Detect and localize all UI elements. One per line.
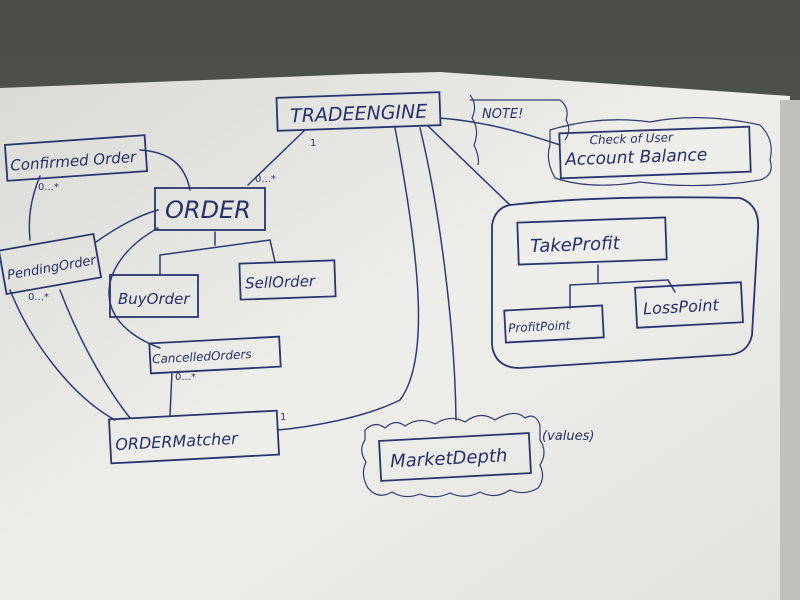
edge-pending-order	[95, 209, 159, 243]
edge-order-tree-bar	[159, 239, 271, 256]
take-profit-label: TakeProfit	[530, 233, 621, 257]
note-line1: Check of User	[589, 130, 674, 147]
edge-confirmed-order	[139, 149, 191, 191]
order-label: ORDER	[165, 196, 251, 224]
node-trade-engine: TRADEENGINE	[275, 91, 442, 132]
trade-engine-label: TRADEENGINE	[290, 101, 428, 128]
whiteboard-surface	[0, 72, 790, 600]
loss-point-box	[634, 281, 744, 329]
note-label: NOTE!	[482, 107, 523, 122]
node-cancelled-orders: CancelledOrders	[148, 335, 282, 375]
market-depth-annotation: (values)	[542, 429, 594, 444]
mult-confirmed-many: 0...*	[38, 182, 59, 193]
note-squiggle-left	[469, 94, 480, 166]
multiplicity-labels: 1 0...* 0...* 0...* 0...* 1	[28, 138, 316, 423]
edge-pending-matcher	[59, 289, 131, 419]
take-profit-container	[491, 196, 760, 369]
mult-cancelled-many: 0...*	[175, 372, 196, 383]
note-squiggle-right	[559, 99, 570, 141]
take-profit-group: TakeProfit ProfitPoint LossPoint	[491, 196, 760, 369]
edge-pending-matcher-2	[9, 289, 116, 421]
loss-point-label: LossPoint	[643, 295, 720, 318]
node-sell-order: SellOrder	[238, 259, 337, 301]
edge-confirmed-pending	[28, 175, 41, 241]
edge-cancelled-matcher	[169, 371, 173, 417]
note-line2: Account Balance	[564, 145, 708, 170]
edge-engine-order	[247, 129, 306, 186]
connection-lines	[9, 117, 676, 431]
note-group: NOTE! Check of User Account Balance	[469, 94, 772, 187]
cancelled-orders-label: CancelledOrders	[152, 347, 252, 366]
node-order: ORDER	[154, 187, 266, 231]
note-cloud	[547, 117, 772, 187]
take-profit-box	[516, 216, 668, 266]
edge-engine-takeprofit	[427, 125, 511, 206]
edge-engine-marketdepth	[419, 127, 457, 421]
mult-engine-one: 1	[310, 138, 316, 149]
node-buy-order: BuyOrder	[109, 274, 199, 318]
edge-tp-bar	[569, 279, 669, 286]
mult-pending-many: 0...*	[28, 292, 49, 303]
sell-order-label: SellOrder	[245, 272, 316, 292]
whiteboard-edge	[780, 100, 800, 600]
profit-point-box	[503, 304, 605, 344]
buy-order-label: BuyOrder	[118, 290, 190, 308]
mult-matcher-one: 1	[280, 412, 286, 423]
market-depth-cloud	[361, 412, 545, 498]
edge-engine-matcher	[277, 127, 420, 431]
edge-tree-sell	[269, 239, 276, 263]
mult-engine-many: 0...*	[255, 174, 276, 185]
profit-point-label: ProfitPoint	[508, 318, 572, 335]
